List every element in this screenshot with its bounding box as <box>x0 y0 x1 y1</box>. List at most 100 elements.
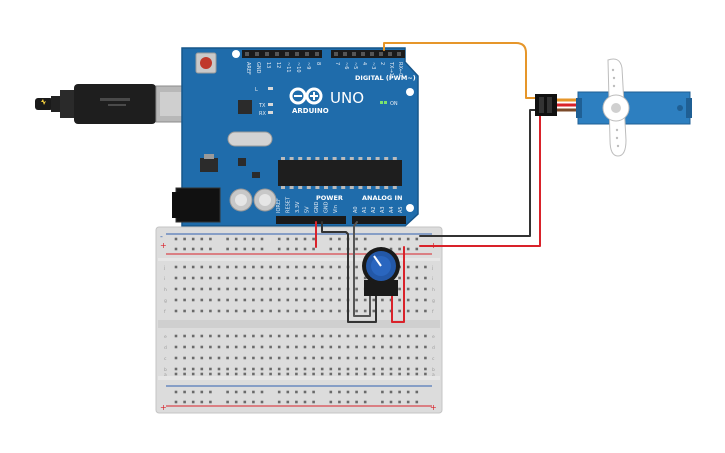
breadboard-hole <box>338 345 341 349</box>
breadboard-hole <box>243 367 247 371</box>
rail-hole <box>209 247 212 251</box>
digital-pin-label: ~9 <box>305 62 311 69</box>
wire-servo-power-red <box>419 103 541 247</box>
breadboard-hole <box>286 345 290 349</box>
breadboard-hole <box>174 334 178 338</box>
row-letter: h <box>432 287 435 293</box>
row-letter: a <box>164 373 167 378</box>
rail-hole <box>355 237 358 241</box>
breadboard-hole <box>303 298 307 302</box>
breadboard-hole <box>320 334 324 338</box>
breadboard-hole <box>312 367 315 371</box>
breadboard-hole <box>295 345 298 349</box>
rail-hole <box>295 237 298 241</box>
breadboard-hole <box>209 356 212 360</box>
breadboard-hole <box>277 298 281 302</box>
breadboard-hole <box>260 367 264 371</box>
row-letter: g <box>432 299 435 304</box>
digital-pin-label: ~6 <box>343 62 349 69</box>
rail-minus-top: - <box>160 232 163 241</box>
breadboard-hole <box>183 367 186 371</box>
power-pin-label: IOREF <box>276 198 282 213</box>
breadboard-hole <box>312 334 315 338</box>
rail-hole <box>346 400 350 404</box>
breadboard-hole <box>200 356 204 360</box>
rail-hole <box>191 247 195 251</box>
breadboard-hole <box>286 298 290 302</box>
rail-hole <box>303 400 307 404</box>
breadboard-hole <box>183 276 186 280</box>
rail-hole <box>415 247 419 251</box>
breadboard-hole <box>226 356 229 360</box>
breadboard-hole <box>424 276 427 280</box>
breadboard-hole <box>329 345 333 349</box>
breadboard-hole <box>303 276 307 280</box>
rail-hole <box>200 237 204 241</box>
breadboard-hole <box>286 367 290 371</box>
breadboard-hole <box>329 309 333 313</box>
analog-pin-label: A4 <box>389 206 395 213</box>
breadboard-hole <box>372 298 376 302</box>
chip-pin <box>358 157 363 160</box>
breadboard-hole <box>243 287 247 291</box>
rail-hole <box>183 390 186 394</box>
breadboard-hole <box>338 372 341 376</box>
analog-header-label: ANALOG IN <box>362 194 402 202</box>
breadboard-hole <box>295 334 298 338</box>
chip-pin <box>281 157 285 160</box>
breadboard-hole <box>295 298 298 302</box>
breadboard-hole <box>269 345 272 349</box>
servo-motor-icon[interactable] <box>535 58 692 157</box>
breadboard-hole <box>286 265 290 269</box>
power-pin-label: 5V <box>305 206 311 213</box>
breadboard-hole <box>269 265 272 269</box>
breadboard-hole <box>372 345 376 349</box>
breadboard-hole <box>209 287 212 291</box>
breadboard-hole <box>286 356 290 360</box>
rail-hole <box>183 247 186 251</box>
breadboard-hole <box>234 287 238 291</box>
reset-button-icon[interactable] <box>195 52 217 74</box>
breadboard-hole <box>312 356 315 360</box>
rail-hole <box>191 390 195 394</box>
breadboard-hole <box>209 345 212 349</box>
wire-signal-orange <box>383 42 538 99</box>
rail-hole <box>406 390 410 394</box>
breadboard-hole <box>312 287 315 291</box>
potentiometer-icon[interactable] <box>362 247 400 296</box>
breadboard-hole <box>191 367 195 371</box>
breadboard-hole <box>338 334 341 338</box>
rail-hole <box>303 390 307 394</box>
rail-hole <box>295 390 298 394</box>
breadboard-hole <box>277 287 281 291</box>
analog-pin-label: A2 <box>371 206 377 213</box>
breadboard-hole <box>200 276 204 280</box>
rail-hole <box>209 390 212 394</box>
breadboard-hole <box>269 334 272 338</box>
analog-pin-label: A3 <box>380 206 386 213</box>
row-letter: c <box>164 357 167 362</box>
breadboard-hole <box>338 287 341 291</box>
breadboard-hole <box>277 334 281 338</box>
breadboard-hole <box>398 367 401 371</box>
breadboard-hole <box>174 265 178 269</box>
breadboard-hole <box>226 367 229 371</box>
rail-hole <box>389 237 393 241</box>
breadboard-hole <box>406 345 410 349</box>
breadboard-hole <box>295 309 298 313</box>
row-letter: b <box>164 367 167 373</box>
rail-hole <box>406 400 410 404</box>
rail-hole <box>209 237 212 241</box>
rail-hole <box>243 400 247 404</box>
breadboard-hole <box>346 345 350 349</box>
analog-pin-label: A1 <box>362 206 368 213</box>
breadboard-hole <box>226 334 229 338</box>
breadboard-hole <box>217 287 221 291</box>
digital-pin-label: 13 <box>265 62 271 68</box>
rail-hole <box>338 400 341 404</box>
rail-hole <box>355 400 358 404</box>
breadboard-hole <box>424 265 427 269</box>
rail-hole <box>312 400 315 404</box>
